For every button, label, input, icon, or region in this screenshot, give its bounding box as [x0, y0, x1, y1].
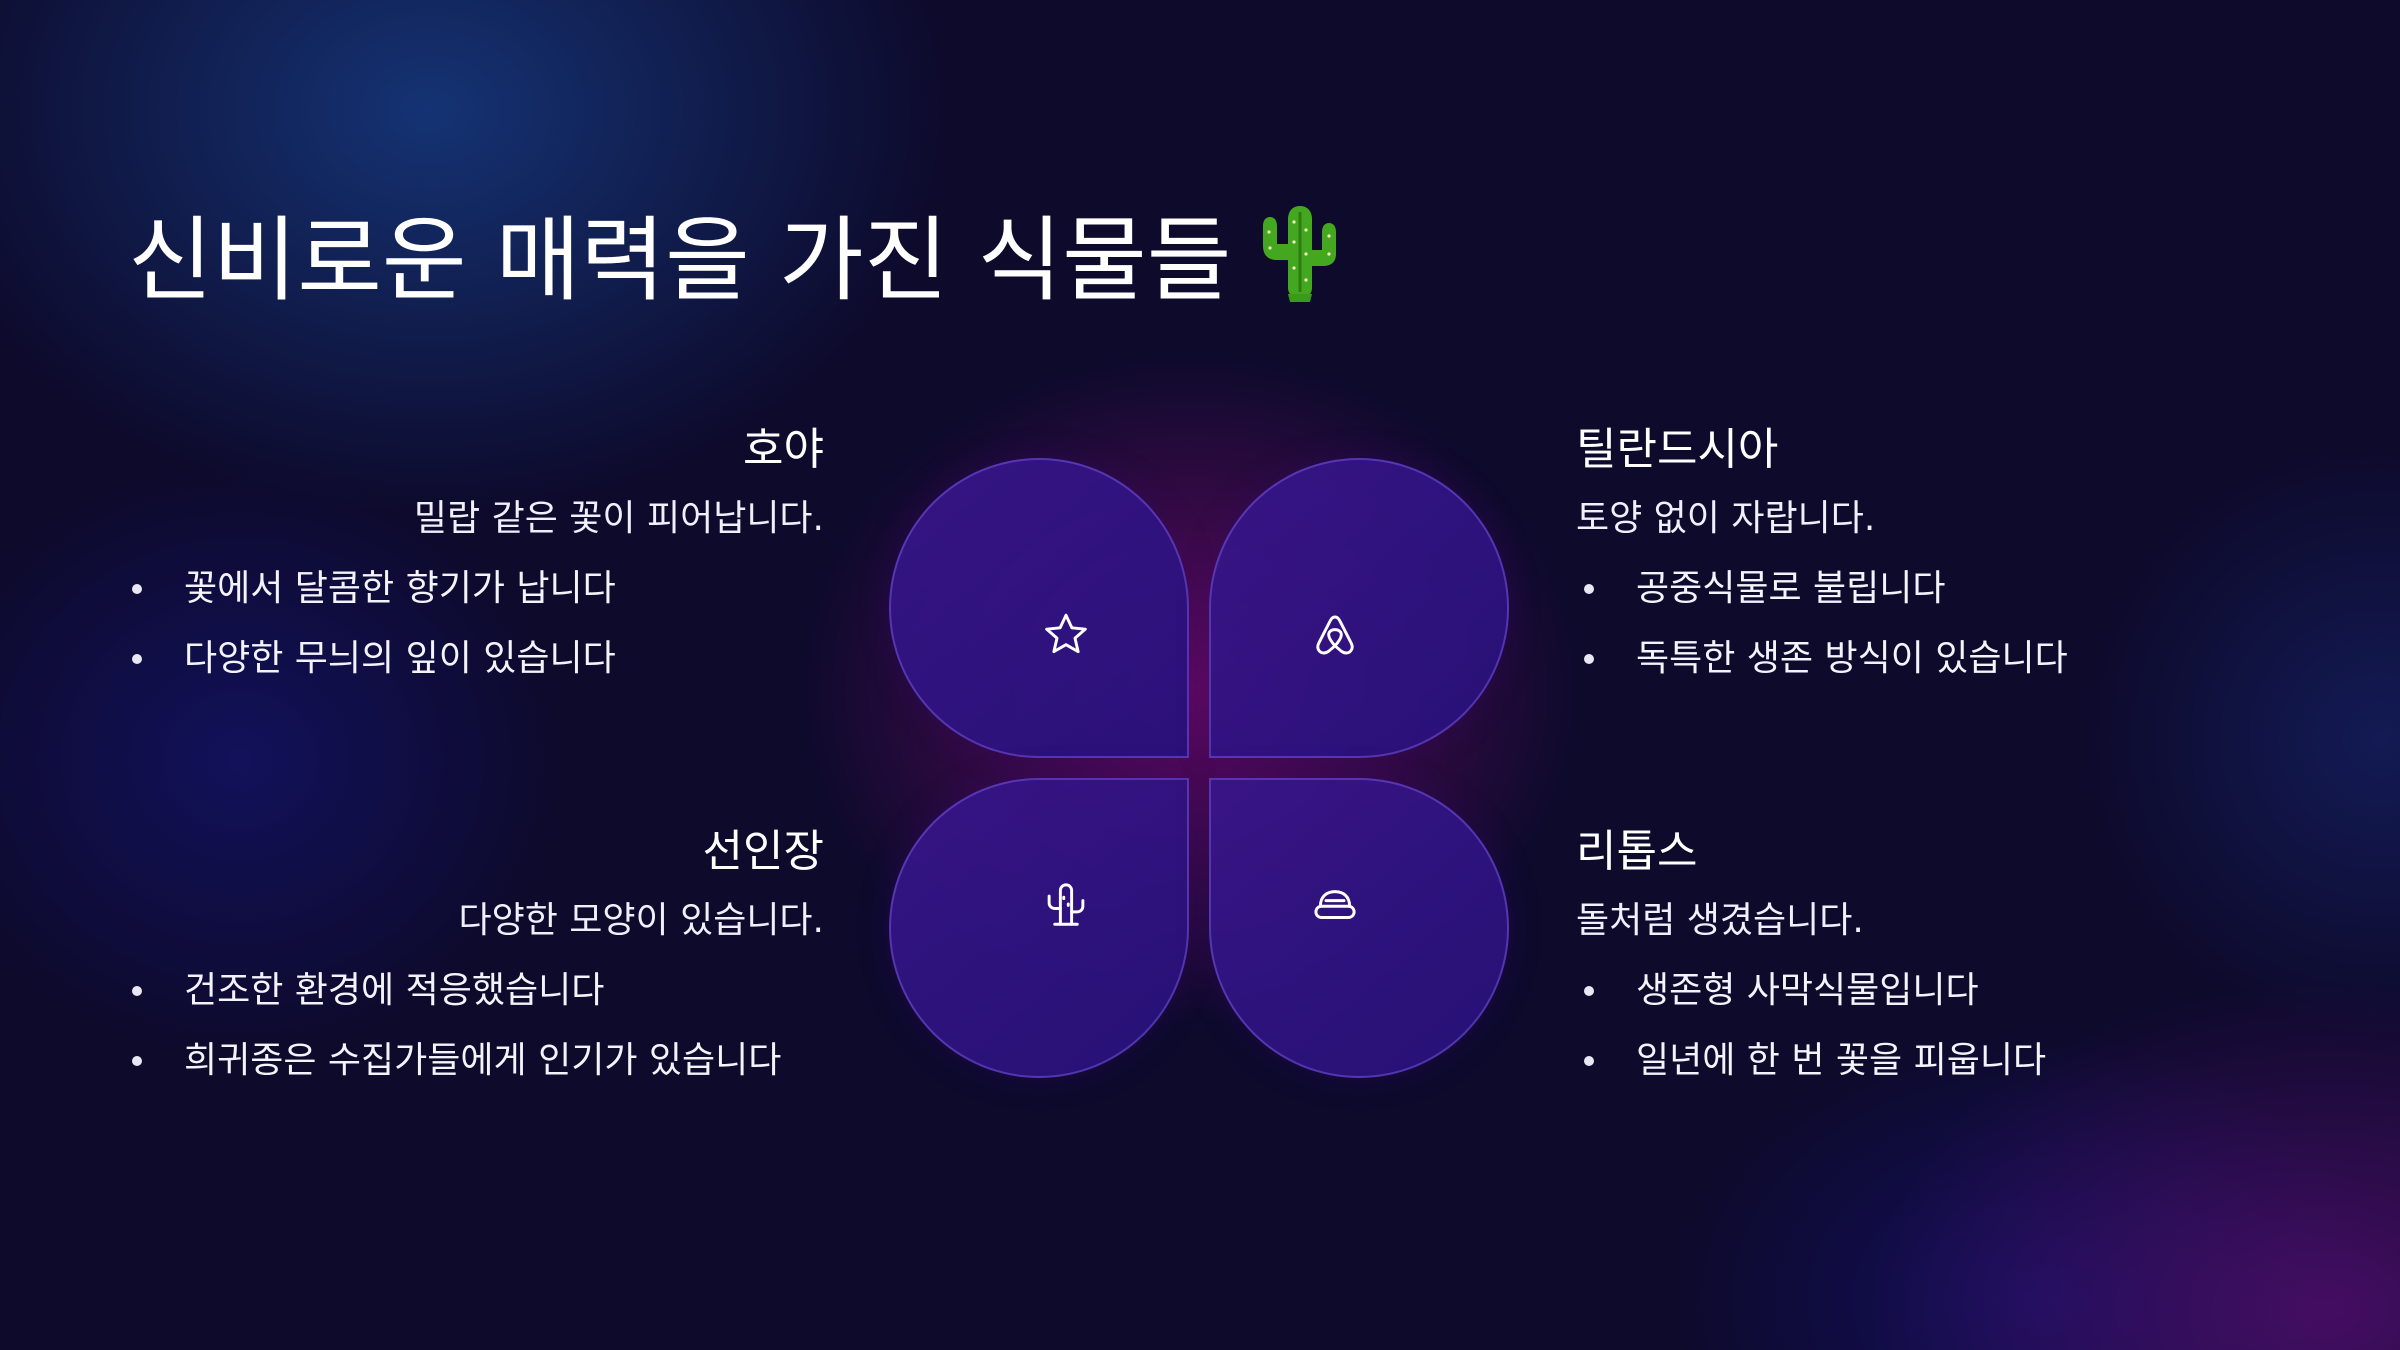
- section-cactus: 선인장 다양한 모양이 있습니다. 건조한 환경에 적응했습니다 희귀종은 수집…: [124, 820, 824, 1106]
- list-item: 생존형 사막식물입니다: [1576, 966, 2276, 1016]
- list-item-text: 희귀종은 수집가들에게 인기가 있습니다: [184, 1040, 782, 1081]
- bullet-icon: [1584, 654, 1594, 664]
- bullet-icon: [132, 986, 142, 996]
- list-item: 일년에 한 번 꽃을 피웁니다: [1576, 1036, 2276, 1086]
- bullet-icon: [1584, 584, 1594, 594]
- section-hoya: 호야 밀랍 같은 꽃이 피어납니다. 꽃에서 달콤한 향기가 납니다 다양한 무…: [124, 418, 824, 704]
- list-item-text: 건조한 환경에 적응했습니다: [184, 970, 605, 1011]
- section-subtitle: 다양한 모양이 있습니다.: [458, 900, 824, 941]
- section-title: 선인장: [702, 826, 824, 877]
- bullet-icon: [132, 1056, 142, 1066]
- star-icon: [1039, 608, 1093, 662]
- stone-icon: [1308, 877, 1362, 931]
- section-subtitle: 토양 없이 자랍니다.: [1576, 498, 1876, 539]
- bullet-icon: [132, 654, 142, 664]
- bullet-icon: [1584, 986, 1594, 996]
- list-item-text: 꽃에서 달콤한 향기가 납니다: [184, 568, 616, 609]
- cactus-emoji-icon: [1257, 202, 1343, 306]
- list-item: 공중식물로 불립니다: [1576, 564, 2276, 614]
- section-list: 생존형 사막식물입니다 일년에 한 번 꽃을 피웁니다: [1576, 966, 2276, 1086]
- section-list: 공중식물로 불립니다 독특한 생존 방식이 있습니다: [1576, 564, 2276, 684]
- leaf-lithops: [1209, 778, 1509, 1078]
- leaf-hoya: [889, 458, 1189, 758]
- section-title: 틸란드시아: [1576, 424, 1779, 475]
- leaf-tillandsia: [1209, 458, 1509, 758]
- list-item-text: 다양한 무늬의 잎이 있습니다: [184, 638, 616, 679]
- section-subtitle: 돌처럼 생겼습니다.: [1576, 900, 1864, 941]
- leaf-cactus: [889, 778, 1189, 1078]
- bullet-icon: [1584, 1056, 1594, 1066]
- list-item-text: 일년에 한 번 꽃을 피웁니다: [1636, 1040, 2047, 1081]
- section-subtitle: 밀랍 같은 꽃이 피어납니다.: [413, 498, 824, 539]
- section-list: 건조한 환경에 적응했습니다 희귀종은 수집가들에게 인기가 있습니다: [124, 966, 824, 1086]
- section-title: 호야: [743, 424, 824, 475]
- section-title: 리톱스: [1576, 826, 1698, 877]
- list-item-text: 독특한 생존 방식이 있습니다: [1636, 638, 2068, 679]
- title-text: 신비로운 매력을 가진 식물들: [128, 207, 1232, 314]
- list-item: 독특한 생존 방식이 있습니다: [1576, 634, 2276, 684]
- list-item: 희귀종은 수집가들에게 인기가 있습니다: [124, 1036, 824, 1086]
- list-item: 꽃에서 달콤한 향기가 납니다: [124, 564, 824, 614]
- slide-title: 신비로운 매력을 가진 식물들: [128, 196, 1343, 326]
- list-item: 다양한 무늬의 잎이 있습니다: [124, 634, 824, 684]
- section-list: 꽃에서 달콤한 향기가 납니다 다양한 무늬의 잎이 있습니다: [124, 564, 824, 684]
- section-tillandsia: 틸란드시아 토양 없이 자랍니다. 공중식물로 불립니다 독특한 생존 방식이 …: [1576, 418, 2276, 704]
- list-item: 건조한 환경에 적응했습니다: [124, 966, 824, 1016]
- cactus-icon: [1039, 877, 1093, 931]
- list-item-text: 공중식물로 불립니다: [1636, 568, 1946, 609]
- bullet-icon: [132, 584, 142, 594]
- airbnb-icon: [1308, 608, 1362, 662]
- list-item-text: 생존형 사막식물입니다: [1636, 970, 1979, 1011]
- section-lithops: 리톱스 돌처럼 생겼습니다. 생존형 사막식물입니다 일년에 한 번 꽃을 피웁…: [1576, 820, 2276, 1106]
